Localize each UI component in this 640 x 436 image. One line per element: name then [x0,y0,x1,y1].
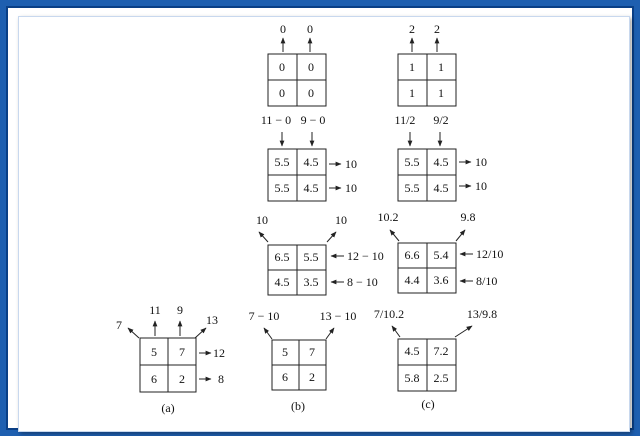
a-caption: (a) [161,401,174,415]
b-mid-grid: 11 − 0 9 − 0 5.5 4.5 5.5 4.5 10 10 [261,113,357,202]
b-top-up-label-1: 0 [280,22,286,36]
c-low-cell-4: 3.6 [434,273,449,287]
b-mid-down-label-2: 9 − 0 [301,113,326,127]
b-bot-grid: 7 − 10 13 − 10 5 7 6 2 [249,309,357,391]
b-bot-cell-2: 7 [309,345,315,359]
a-cell-4: 2 [179,372,185,386]
b-low-grid: 10 10 6.5 5.5 4.5 3.5 12 − 10 8 − 10 [256,213,384,296]
b-mid-cell-1: 5.5 [275,155,290,169]
c-mid-cell-3: 5.5 [405,181,420,195]
a-cell-3: 6 [151,372,157,386]
c-bot-cell-3: 5.8 [405,371,420,385]
b-top-arrows: 0 0 [280,22,313,52]
c-mid-down-label-2: 9/2 [433,113,448,127]
a-grid: 7 11 9 13 5 7 6 2 12 8 [116,303,225,393]
c-mid-cell-2: 4.5 [434,155,449,169]
b-low-corner-label-1: 10 [256,213,268,227]
c-top-cell-3: 1 [409,86,415,100]
a-up-label-2: 9 [177,303,183,317]
b-top-cell-3: 0 [279,86,285,100]
c-top-cell-2: 1 [438,60,444,74]
b-mid-cell-2: 4.5 [304,155,319,169]
c-top-arrows: 2 2 [409,22,440,52]
b-top-grid: 0 0 0 0 [267,53,327,107]
b-mid-down-label-1: 11 − 0 [261,113,291,127]
c-bot-cell-4: 2.5 [434,371,449,385]
c-top-up-label-1: 2 [409,22,415,36]
b-low-right-label-1: 12 − 10 [347,249,384,263]
b-caption: (b) [291,399,305,413]
b-bot-cell-3: 6 [282,370,288,384]
c-mid-grid: 11/2 9/2 5.5 4.5 5.5 4.5 10 10 [395,113,487,202]
c-mid-right-label-1: 10 [475,155,487,169]
c-low-cell-3: 4.4 [405,273,420,287]
b-bot-corner-label-2: 13 − 10 [320,309,357,323]
c-mid-cell-4: 4.5 [434,181,449,195]
c-bot-corner-label-2: 13/9.8 [467,307,497,321]
c-low-right-label-2: 8/10 [476,274,497,288]
c-bot-corner-label-1: 7/10.2 [374,307,404,321]
c-low-corner-label-2: 9.8 [461,210,476,224]
b-low-cell-4: 3.5 [304,275,319,289]
a-cell-1: 5 [151,345,157,359]
c-top-up-label-2: 2 [434,22,440,36]
b-mid-cell-4: 4.5 [304,181,319,195]
a-corner-label-2: 13 [206,313,218,327]
b-low-cell-1: 6.5 [275,250,290,264]
a-up-label-1: 11 [149,303,161,317]
b-low-corner-label-2: 10 [335,213,347,227]
b-low-cell-3: 4.5 [275,275,290,289]
a-right-label-1: 12 [213,346,225,360]
c-top-cell-1: 1 [409,60,415,74]
c-top-grid: 1 1 1 1 [397,53,457,107]
c-low-grid: 10.2 9.8 6.6 5.4 4.4 3.6 12/10 8/10 [378,210,503,294]
c-bot-cell-2: 7.2 [434,344,449,358]
c-low-corner-label-1: 10.2 [378,210,399,224]
a-right-label-2: 8 [218,372,224,386]
b-bot-cell-4: 2 [309,370,315,384]
c-top-cell-4: 1 [438,86,444,100]
c-low-cell-1: 6.6 [405,248,420,262]
c-caption: (c) [421,397,434,411]
b-mid-right-label-1: 10 [345,157,357,171]
b-top-cell-2: 0 [308,60,314,74]
a-cell-2: 7 [179,345,185,359]
c-mid-right-label-2: 10 [475,179,487,193]
b-low-right-label-2: 8 − 10 [347,275,378,289]
b-top-up-label-2: 0 [307,22,313,36]
b-top-cell-4: 0 [308,86,314,100]
b-top-cell-1: 0 [279,60,285,74]
b-bot-corner-label-1: 7 − 10 [249,309,280,323]
b-bot-cell-1: 5 [282,345,288,359]
c-mid-cell-1: 5.5 [405,155,420,169]
b-mid-cell-3: 5.5 [275,181,290,195]
c-bot-grid: 7/10.2 13/9.8 4.5 7.2 5.8 2.5 [374,307,497,392]
c-mid-down-label-1: 11/2 [395,113,416,127]
c-low-cell-2: 5.4 [434,248,449,262]
c-low-right-label-1: 12/10 [476,247,503,261]
b-low-cell-2: 5.5 [304,250,319,264]
a-corner-label-1: 7 [116,318,122,332]
c-bot-cell-1: 4.5 [405,344,420,358]
b-mid-right-label-2: 10 [345,181,357,195]
